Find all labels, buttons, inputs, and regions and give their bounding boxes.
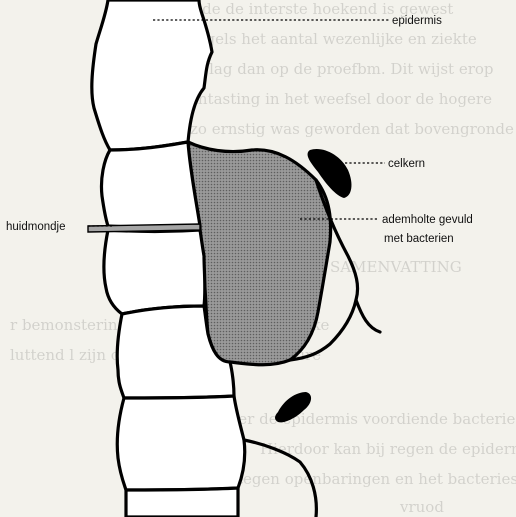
stomatal-cavity: [188, 142, 331, 365]
bg-line: vruod: [399, 498, 444, 516]
stoma-opening: [88, 224, 200, 232]
label-epidermis: epidermis: [392, 15, 442, 27]
epidermis-cell: [126, 488, 238, 517]
epidermis-cell: [117, 396, 245, 490]
bg-line: in stegen openbaringen en het bacteries …: [210, 470, 516, 488]
bg-line: Hierdoor kan bij regen de epidermis op: [260, 440, 516, 458]
label-ademholte-line1: ademholte gevuld: [382, 214, 473, 226]
epidermis-cell: [101, 142, 200, 228]
bg-line: zo ernstig was geworden dat bovengronde: [190, 120, 514, 138]
epidermis-cell: [104, 230, 205, 314]
label-huidmondje: huidmondje: [6, 221, 65, 233]
bg-line: hoger lag dan op de proefbm. Dit wijst e…: [160, 60, 494, 78]
label-ademholte-line2: met bacterien: [384, 233, 454, 245]
label-celkern: celkern: [388, 158, 425, 170]
mesophyll-boundary: [356, 300, 380, 332]
bg-line: aantasting in het weefsel door de hogere: [180, 90, 492, 108]
bg-line: onder de epidermis voordiende bacteriesl…: [210, 410, 516, 428]
